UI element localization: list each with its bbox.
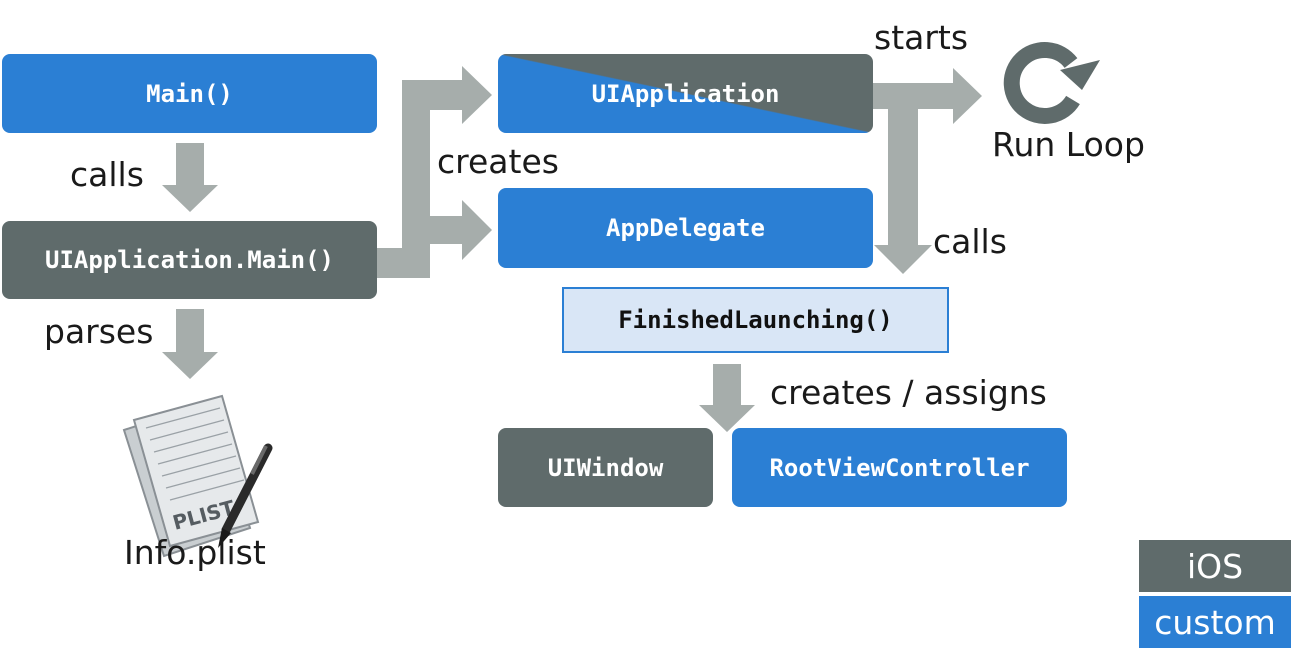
label-parses: parses [44,312,154,351]
plist-document-icon: PLIST [122,394,273,558]
arrow-uiappmain-to-plist [162,309,218,379]
appdelegate-node: AppDelegate [498,188,873,268]
arrow-to-uiwindow [699,364,755,432]
label-starts: starts [874,18,969,57]
finished-launching-node: FinishedLaunching() [562,287,949,353]
main-node: Main() [2,54,377,133]
label-calls-left: calls [70,155,144,194]
label-run-loop: Run Loop [992,125,1145,164]
label-creates: creates [437,142,559,181]
uiwindow-node: UIWindow [498,428,713,507]
arrow-main-to-uiappmain [162,143,218,212]
root-view-controller-node: RootViewController [732,428,1067,507]
uiapplication-main-node: UIApplication.Main() [2,221,377,299]
label-info-plist: Info.plist [124,533,266,572]
arrow-to-uiapplication [377,66,492,278]
arrow-calls-finishedlaunching [874,109,932,274]
label-creates-assigns: creates / assigns [770,373,1047,412]
circular-arrow-icon [1003,42,1100,124]
label-calls-right: calls [933,222,1007,261]
legend-ios: iOS [1139,540,1291,592]
uiapplication-node: UIApplication [498,54,873,133]
arrow-to-appdelegate [430,200,492,260]
arrow-starts-runloop [873,68,982,124]
legend-custom: custom [1139,596,1291,648]
pen-icon [218,443,273,548]
